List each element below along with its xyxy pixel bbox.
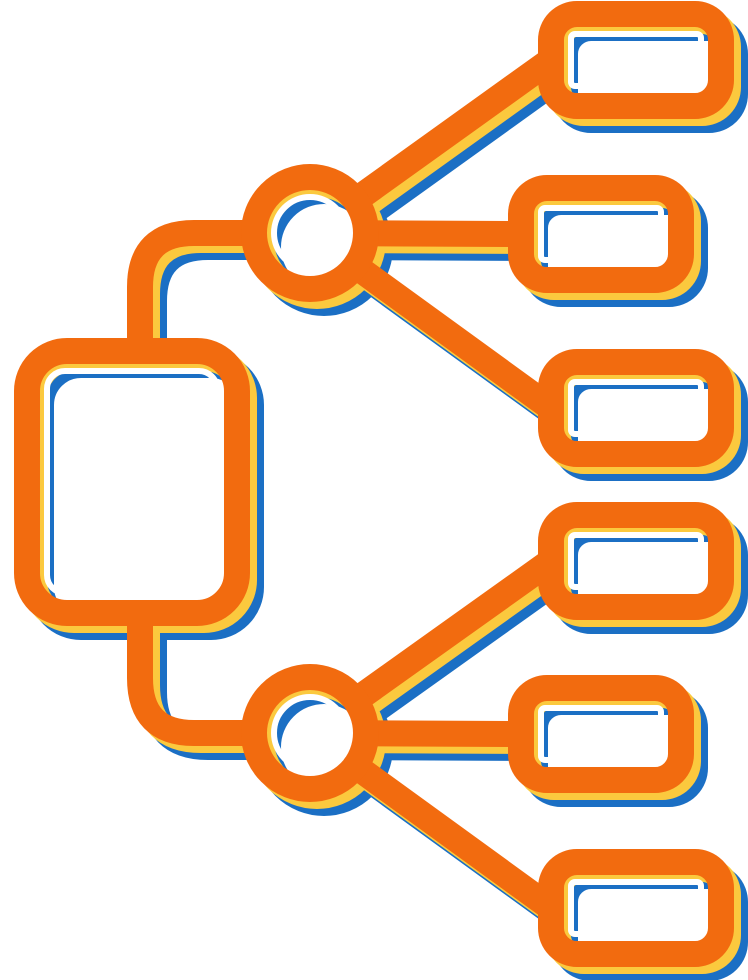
root-box [21,345,257,633]
connector-line-2 [352,220,534,247]
connector-line-5 [352,720,534,747]
root-box [14,338,250,626]
root-inner-gap [44,368,220,596]
leaf-box-1 [538,1,734,119]
connector-line-1 [342,47,564,214]
leaf-box-4 [538,502,734,620]
leaf-box-2 [508,175,694,293]
connector-line-4 [342,548,564,714]
leaf-inner-gap-1 [568,31,704,89]
leaf-inner-gap-3 [568,379,704,437]
lower-elbow-connector [127,600,267,746]
leaf-box-6 [538,849,734,967]
leaf-box-3 [538,349,734,467]
leaf-inner-gap-4 [568,532,704,590]
connector-line-6 [342,752,564,921]
upper-branch-circle [241,164,379,302]
connector-line-3 [342,252,564,421]
outline-layer [14,1,734,967]
leaf-inner-gap-5 [538,705,664,763]
branch-inner-gap-2 [271,694,349,772]
branch-inner-gap-1 [271,194,349,272]
upper-elbow-connector [127,220,267,364]
leaf-inner-gap-2 [538,205,664,263]
lower-branch-circle [241,664,379,802]
highlight-layer [21,8,741,974]
leaf-inner-gap-6 [568,879,704,937]
leaf-box-5 [508,675,694,793]
inner-gap-layer [44,31,704,937]
